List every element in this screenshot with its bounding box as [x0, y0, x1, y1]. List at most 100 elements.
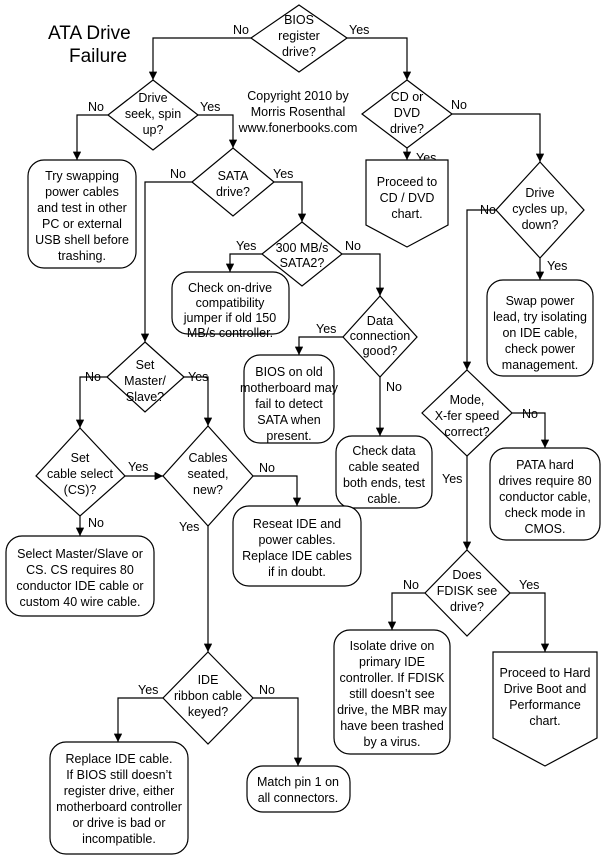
decision-cable-select	[35, 427, 126, 517]
node-text-bios: BIOS register drive?	[278, 13, 320, 59]
svg-text:by a virus.: by a virus.	[364, 735, 421, 749]
svg-text:all connectors.: all connectors.	[258, 791, 339, 805]
edge-mode-no	[512, 412, 550, 448]
box-isolate	[333, 629, 451, 755]
decision-cd-dvd	[361, 79, 453, 149]
svg-text:300 MB/s: 300 MB/s	[276, 241, 329, 255]
label-data-yes: Yes	[316, 322, 336, 336]
svg-text:BIOS: BIOS	[284, 13, 314, 27]
node-text-cd-chart: Proceed to CD / DVD chart.	[377, 175, 438, 221]
node-text-seek: Drive seek, spin up?	[125, 91, 181, 137]
svg-text:Replace IDE cable.: Replace IDE cable.	[65, 752, 172, 766]
node-text-replace-ide: Replace IDE cable. If BIOS still doesn’t…	[56, 752, 182, 846]
svg-text:controller. If FDISK: controller. If FDISK	[340, 671, 446, 685]
box-hard-boot	[492, 651, 598, 767]
svg-text:Drive: Drive	[138, 91, 167, 105]
svg-text:CD / DVD: CD / DVD	[380, 191, 435, 205]
node-text-isolate: Isolate drive on primary IDE controller.…	[337, 639, 448, 749]
svg-text:IDE: IDE	[198, 673, 219, 687]
svg-text:drive?: drive?	[390, 122, 424, 136]
svg-text:up?: up?	[143, 123, 164, 137]
svg-text:Proceed to Hard: Proceed to Hard	[499, 666, 590, 680]
svg-text:correct?: correct?	[444, 425, 489, 439]
svg-text:compatibility: compatibility	[196, 296, 266, 310]
svg-text:still doesn’t see: still doesn’t see	[349, 687, 435, 701]
svg-text:conductor cable,: conductor cable,	[499, 490, 591, 504]
copyright-url: www.fonerbooks.com	[238, 121, 358, 135]
svg-text:power cables: power cables	[45, 185, 119, 199]
label-cs-yes: Yes	[128, 460, 148, 474]
svg-text:Set: Set	[71, 451, 90, 465]
label-data-no: No	[386, 380, 402, 394]
svg-text:PATA hard: PATA hard	[516, 458, 574, 472]
svg-text:down?: down?	[522, 218, 559, 232]
edge-fdisk-no	[387, 592, 425, 630]
svg-text:USB shell before: USB shell before	[35, 233, 129, 247]
label-seek-yes: Yes	[200, 100, 220, 114]
decision-drive-cycles	[495, 161, 585, 259]
node-text-jumper: Check on-drive compatibility jumper if o…	[183, 281, 276, 340]
node-text-select-ms: Select Master/Slave or CS. CS requires 8…	[16, 547, 143, 609]
node-text-cable-select: Set cable select (CS)?	[47, 451, 114, 497]
label-ide-yes: Yes	[138, 683, 158, 697]
svg-text:Mode,: Mode,	[450, 393, 485, 407]
node-text-mode: Mode, X-fer speed correct?	[435, 393, 500, 439]
node-text-fdisk: Does FDISK see drive?	[437, 568, 497, 614]
box-bios-old	[243, 354, 335, 444]
label-mode-yes: Yes	[442, 472, 462, 486]
svg-text:check power: check power	[505, 342, 575, 356]
svg-text:trashing.: trashing.	[58, 249, 106, 263]
label-seated-yes: Yes	[179, 520, 199, 534]
svg-text:cable select: cable select	[47, 467, 114, 481]
svg-text:primary IDE: primary IDE	[359, 655, 425, 669]
label-seated-no: No	[259, 461, 275, 475]
edge-ide-no	[253, 697, 303, 766]
node-text-data-conn: Data connection good?	[350, 314, 411, 358]
svg-text:CMOS.: CMOS.	[525, 522, 566, 536]
label-bios-yes: Yes	[349, 23, 369, 37]
label-sata-no: No	[170, 167, 186, 181]
svg-text:drive?: drive?	[450, 600, 484, 614]
svg-text:Drive: Drive	[525, 186, 554, 200]
svg-text:register drive, either: register drive, either	[64, 784, 174, 798]
svg-text:Data: Data	[367, 314, 393, 328]
node-text-pata: PATA hard drives require 80 conductor ca…	[498, 458, 591, 536]
svg-text:SATA2?: SATA2?	[280, 256, 325, 270]
svg-text:chart.: chart.	[391, 207, 422, 221]
edge-seated-no	[253, 475, 302, 506]
label-fdisk-yes: Yes	[519, 578, 539, 592]
edges	[72, 37, 550, 766]
box-swap-power	[486, 279, 594, 377]
edge-seek-yes	[198, 114, 238, 148]
svg-text:conductor IDE cable or: conductor IDE cable or	[16, 579, 143, 593]
svg-text:check mode in: check mode in	[505, 506, 586, 520]
node-text-cddvd: CD or DVD drive?	[390, 90, 424, 136]
svg-text:ribbon cable: ribbon cable	[174, 689, 242, 703]
edge-fdisk-yes	[510, 592, 550, 652]
svg-text:present.: present.	[266, 429, 311, 443]
diagram-title-line2: Failure	[69, 46, 127, 67]
svg-text:motherboard may: motherboard may	[240, 381, 339, 395]
svg-text:cable.: cable.	[367, 492, 400, 506]
svg-text:Match pin 1 on: Match pin 1 on	[257, 775, 339, 789]
svg-text:drive?: drive?	[282, 45, 316, 59]
svg-text:cycles up,: cycles up,	[512, 202, 568, 216]
label-cycles-no: No	[480, 203, 496, 217]
svg-text:Swap power: Swap power	[506, 294, 575, 308]
box-check-data	[335, 435, 433, 509]
edge-ms-no	[75, 376, 107, 428]
box-match-pin	[246, 765, 351, 813]
label-cs-no: No	[88, 516, 104, 530]
decision-mode-speed	[421, 369, 513, 457]
svg-text:Slave?: Slave?	[126, 390, 164, 404]
svg-text:custom 40 wire cable.: custom 40 wire cable.	[20, 595, 141, 609]
edge-sata-yes	[274, 181, 307, 222]
edge-cycles-no	[462, 209, 496, 370]
svg-text:Try swapping: Try swapping	[45, 169, 119, 183]
svg-text:new?: new?	[193, 483, 223, 497]
box-check-jumper	[171, 271, 290, 335]
node-text-match-pin: Match pin 1 on all connectors.	[257, 775, 339, 805]
box-pata	[489, 447, 601, 541]
svg-text:register: register	[278, 29, 320, 43]
node-text-sata: SATA drive?	[216, 169, 250, 199]
